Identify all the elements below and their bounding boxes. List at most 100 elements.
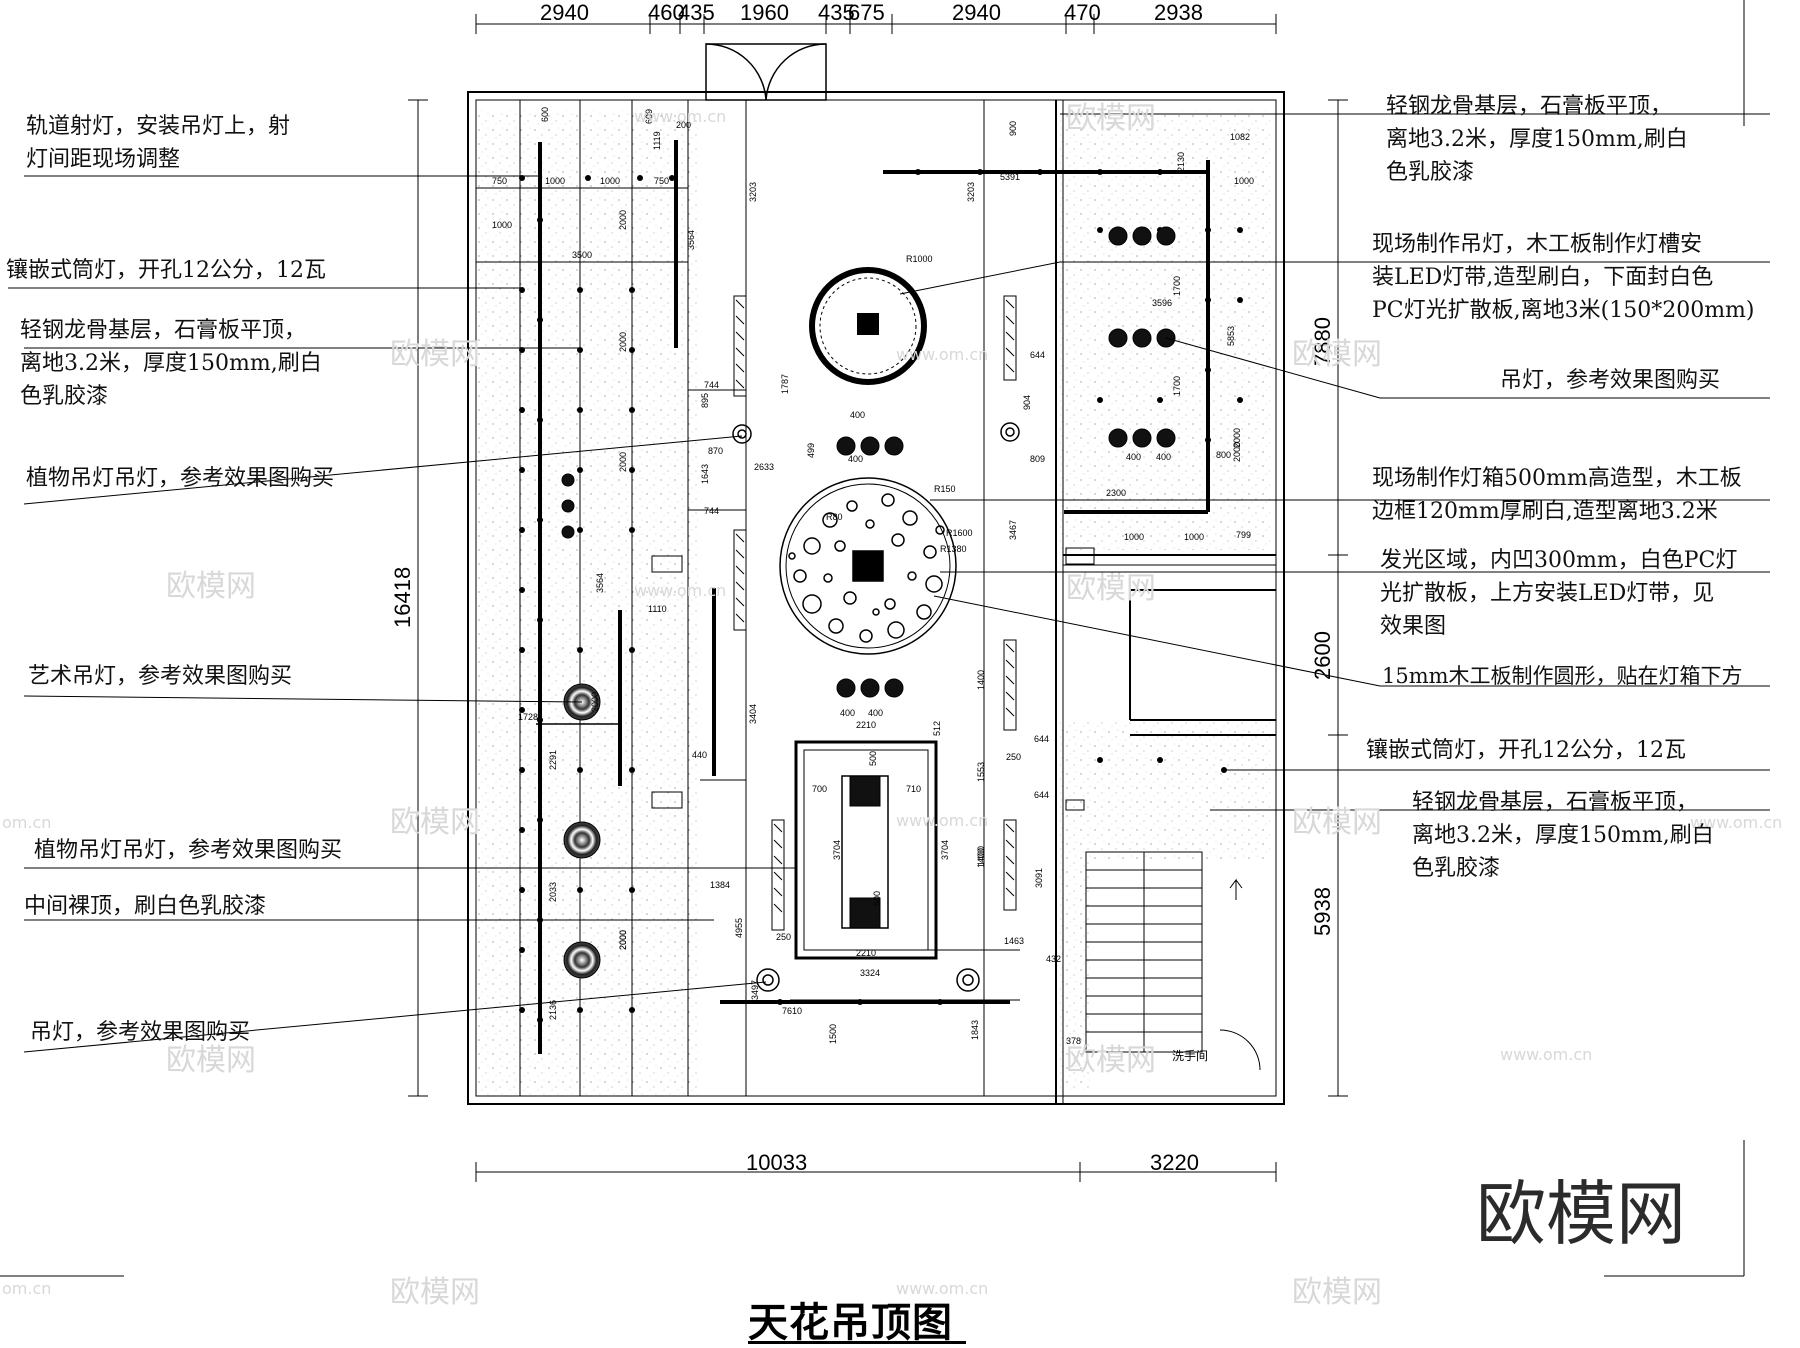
recessed-downlights xyxy=(519,227,1243,1013)
right-dim: 2600 xyxy=(1310,631,1335,680)
inner-dim-label: 600 xyxy=(540,107,550,122)
note-art-pendant: 艺术吊灯，参考效果图购买 xyxy=(28,664,293,689)
gypsum-ceiling-left xyxy=(478,110,698,1100)
ring-pendant-lamp xyxy=(809,267,927,385)
dimension-lines xyxy=(0,0,1745,1277)
watermark-url: www.om.cn xyxy=(634,581,726,600)
inner-dim-label: 1000 xyxy=(1234,176,1254,186)
inner-dim-label: 3564 xyxy=(686,230,696,250)
note-gypsum-ceiling-right-2: 轻钢龙骨基层，石膏板平顶， 离地3.2米，厚度150mm,刷白 色乳胶漆 xyxy=(1412,790,1714,881)
watermark-text: 欧模网 xyxy=(1066,571,1156,606)
watermark-url: www.om.cn xyxy=(634,107,726,126)
entrance-door xyxy=(705,43,827,101)
rectangular-light-box xyxy=(794,740,938,960)
inner-dim-label: 2000 xyxy=(590,692,600,712)
watermark-text: 欧模网 xyxy=(390,1275,480,1310)
inner-dim-label: 644 xyxy=(1034,790,1049,800)
note-light-box: 现场制作灯箱500mm高造型，木工板 边框120mm厚刷白,造型离地3.2米 xyxy=(1372,466,1742,524)
bottom-dim: 3220 xyxy=(1150,1150,1199,1175)
inner-dim-label: 2633 xyxy=(754,462,774,472)
inner-dim-label: 3500 xyxy=(572,250,592,260)
round-light-box xyxy=(779,477,957,655)
inner-dim-label: 1110 xyxy=(648,604,667,614)
inner-dim-label: 809 xyxy=(1030,454,1045,464)
inner-dim-label: 744 xyxy=(704,380,719,390)
inner-dim-label: 1000 xyxy=(600,176,620,186)
inner-dim-label: 2000 xyxy=(618,452,628,472)
inner-dim-label: 400 xyxy=(1156,452,1171,462)
watermark-url: om.cn xyxy=(2,813,51,832)
right-dim: 5938 xyxy=(1310,887,1335,936)
top-dim: 1960 xyxy=(740,0,789,25)
inner-dim-label: 1787 xyxy=(780,374,790,394)
inner-dim-label: 2136 xyxy=(548,1000,558,1020)
inner-dim-label: 1400 xyxy=(976,670,986,690)
inner-dim-label: 1000 xyxy=(545,176,565,186)
note-track-spotlight: 轨道射灯，安装吊灯上，射 灯间距现场调整 xyxy=(26,114,291,172)
inner-dim-label: 1000 xyxy=(1184,532,1204,542)
watermark-text: 欧模网 xyxy=(1292,805,1382,840)
note-wood-circle: 15mm木工板制作圆形，贴在灯箱下方 xyxy=(1382,664,1743,688)
watermark-text: 欧模网 xyxy=(166,1043,256,1078)
inner-dim-label: 3404 xyxy=(748,704,758,724)
room-label-washroom: 洗手间 xyxy=(1172,1049,1208,1063)
top-dim: 2938 xyxy=(1154,0,1203,25)
note-recessed-downlight-right: 镶嵌式筒灯，开孔12公分，12瓦 xyxy=(1366,738,1686,763)
top-dim: 2940 xyxy=(952,0,1001,25)
inner-dim-label: 3564 xyxy=(595,573,605,593)
inner-dim-label: 2000 xyxy=(1232,442,1242,462)
track-rails xyxy=(536,140,1210,1054)
inner-dim-label: 2291 xyxy=(548,750,558,770)
inner-dim-label: 644 xyxy=(1034,734,1049,744)
watermark-url: www.om.cn xyxy=(1690,813,1782,832)
inner-dim-label: 644 xyxy=(1030,350,1045,360)
watermark-text: 欧模网 xyxy=(390,337,480,372)
inner-dim-label: 378 xyxy=(1066,1036,1081,1046)
inner-dim-label: R1600 xyxy=(946,528,973,538)
inner-dim-label: 1553 xyxy=(976,762,986,782)
inner-dim-label: 400 xyxy=(840,708,855,718)
note-custom-pendant: 现场制作吊灯，木工板制作灯槽安 装LED灯带,造型刷白，下面封白色 PC灯光扩散… xyxy=(1372,232,1755,323)
inner-dim-label: R80 xyxy=(826,512,843,522)
inner-dim-label: 4955 xyxy=(734,918,744,938)
inner-dim-label: 2000 xyxy=(618,930,628,950)
inner-dim-label: 3704 xyxy=(940,840,950,860)
inner-dim-label: 3704 xyxy=(832,840,842,860)
inner-dim-label: 432 xyxy=(1046,954,1061,964)
inner-dim-label: 1082 xyxy=(1230,132,1250,142)
note-recessed-downlight: 镶嵌式筒灯，开孔12公分，12瓦 xyxy=(6,258,326,283)
top-dim: 470 xyxy=(1064,0,1101,25)
inner-dim-label: 5853 xyxy=(1226,326,1236,346)
watermark-text: 欧模网 xyxy=(390,805,480,840)
inner-dim-label: 1400 xyxy=(976,848,986,868)
inner-dim-label: 440 xyxy=(692,750,707,760)
inner-dim-label: 904 xyxy=(1022,395,1032,410)
inner-dim-label: 2000 xyxy=(618,930,628,950)
inner-dim-label: 500 xyxy=(872,891,882,906)
inner-dim-label: 2000 xyxy=(618,210,628,230)
stairs xyxy=(1085,851,1261,1071)
inner-dim-label: 3203 xyxy=(966,182,976,202)
inner-dim-label: 895 xyxy=(700,393,710,408)
art-pendant-lamps xyxy=(563,683,601,979)
inner-dim-label: 750 xyxy=(654,176,669,186)
inner-dim-label: 1643 xyxy=(700,464,710,484)
inner-dim-label: 2130 xyxy=(1176,152,1186,172)
inner-dim-label: 1700 xyxy=(1172,376,1182,396)
watermark-url: www.om.cn xyxy=(896,811,988,830)
watermark-text: 欧模网 xyxy=(1066,1043,1156,1078)
note-gypsum-ceiling: 轻钢龙骨基层，石膏板平顶， 离地3.2米，厚度150mm,刷白 色乳胶漆 xyxy=(20,318,322,409)
inner-dim-label: 250 xyxy=(776,932,791,942)
top-dim: 435 xyxy=(818,0,855,25)
inner-dim-label: 400 xyxy=(850,410,865,420)
inner-dim-label: 1384 xyxy=(710,880,730,890)
inner-dim-label: 3324 xyxy=(860,968,880,978)
note-pendant-right: 吊灯，参考效果图购买 xyxy=(1500,368,1721,393)
note-pendant: 吊灯，参考效果图购买 xyxy=(30,1020,251,1045)
inner-dim-label: 7610 xyxy=(782,1006,802,1016)
inner-dim-label: 2300 xyxy=(1106,488,1126,498)
inner-dim-label: 3091 xyxy=(1034,868,1044,888)
right-dim: 7880 xyxy=(1310,317,1335,366)
drawing-title: 天花吊顶图 xyxy=(748,1299,953,1346)
